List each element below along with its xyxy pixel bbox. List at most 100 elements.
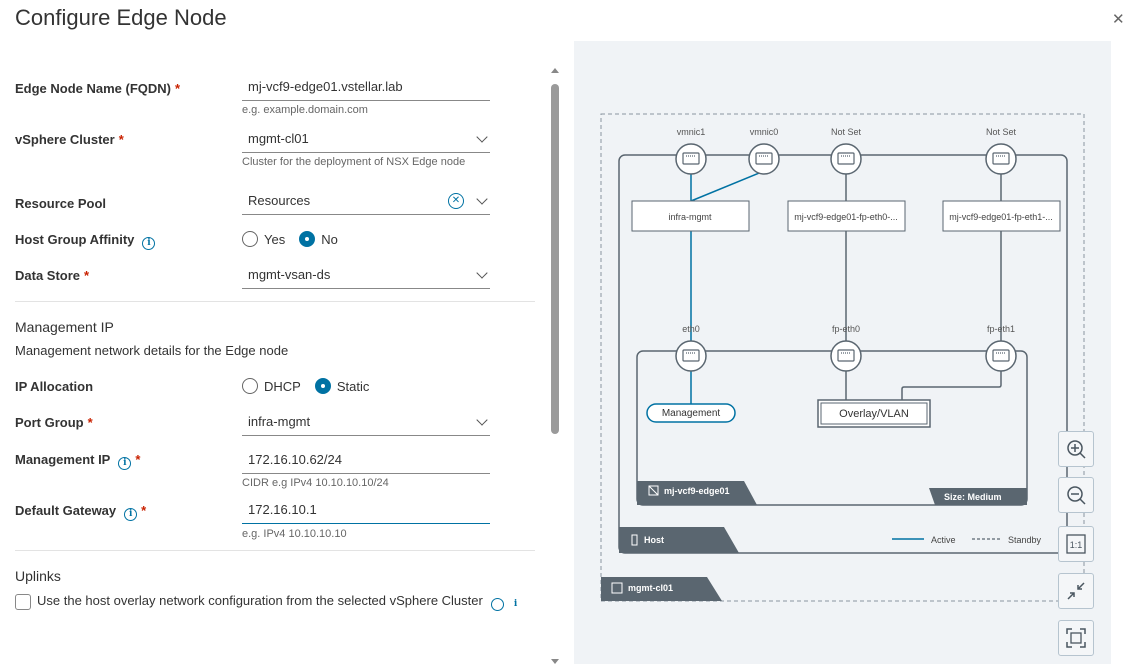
edge-vm-name: mj-vcf9-edge01: [664, 486, 730, 496]
link-fpeth1-overlay: [901, 371, 1002, 400]
info-icon[interactable]: i: [118, 457, 132, 470]
host-overlay-checkbox[interactable]: [15, 594, 31, 610]
radio-yes-label: Yes: [264, 231, 286, 247]
link-vmnic0: [690, 170, 765, 202]
radio-circle-selected[interactable]: [314, 378, 331, 394]
overlay-label: Overlay/VLAN: [839, 408, 909, 420]
edge-nic-label: eth0: [682, 324, 700, 334]
radio-dhcp-label: DHCP: [264, 378, 301, 394]
actual-size-icon: 1:1: [1066, 534, 1086, 554]
uplinks-section-title: Uplinks: [15, 568, 61, 584]
chevron-down-icon: [476, 193, 488, 205]
radio-circle[interactable]: [242, 231, 258, 247]
vmnic0-icon: [748, 143, 780, 175]
radio-dhcp[interactable]: DHCP: [242, 378, 301, 394]
size-tab: [929, 488, 1027, 505]
fit-screen-button[interactable]: [1058, 620, 1094, 656]
edge-vm-tab: [637, 481, 757, 505]
size-label: Size: Medium: [944, 492, 1002, 502]
fp-eth1-icon: [985, 340, 1017, 372]
management-label: Management: [662, 408, 721, 419]
edge-nic-label: fp-eth1: [987, 324, 1015, 334]
fp-eth0-icon: [830, 340, 862, 372]
vsphere-cluster-select[interactable]: mgmt-cl01: [242, 129, 490, 153]
chevron-down-icon: [476, 414, 488, 426]
management-ip-helper: CIDR e.g IPv4 10.10.10.10/24: [242, 477, 389, 489]
zoom-out-button[interactable]: [1058, 477, 1094, 513]
resource-pool-select[interactable]: Resources✕: [242, 191, 490, 215]
vsphere-cluster-helper: Cluster for the deployment of NSX Edge n…: [242, 156, 466, 168]
actual-size-label: 1:1: [1070, 540, 1083, 550]
vm-icon-slash: [648, 485, 659, 496]
nic-label: Not Set: [986, 127, 1017, 137]
form-scrollbar[interactable]: [550, 68, 560, 664]
edge-node-form: Edge Node Name (FQDN)* mj-vcf9-edge01.vs…: [0, 40, 560, 664]
port-group-box: [942, 200, 1061, 232]
management-ip-section-desc: Management network details for the Edge …: [15, 343, 289, 358]
close-icon[interactable]: ✕: [1112, 11, 1125, 28]
notset-nic-icon: [830, 143, 862, 175]
radio-no[interactable]: No: [299, 231, 338, 247]
chevron-down-icon: [476, 267, 488, 279]
divider: [15, 301, 535, 302]
cluster-frame: [600, 113, 1085, 602]
cluster-tab: [601, 577, 722, 601]
vsphere-cluster-label: vSphere Cluster*: [15, 132, 124, 147]
zoom-in-button[interactable]: [1058, 431, 1094, 467]
data-store-select[interactable]: mgmt-vsan-ds: [242, 265, 490, 289]
resource-pool-label: Resource Pool: [15, 196, 107, 211]
scroll-thumb[interactable]: [551, 84, 559, 434]
topology-diagram: vmnic1 vmnic0 Not Set Not Set infra-mgmt…: [600, 113, 1085, 602]
ip-allocation-label: IP Allocation: [15, 379, 94, 394]
notset-nic-icon: [985, 143, 1017, 175]
collapse-button[interactable]: [1058, 573, 1094, 609]
host-icon: [631, 534, 638, 546]
management-ip-input[interactable]: 172.16.10.62/24: [242, 450, 490, 474]
ip-allocation-radios: DHCP Static: [242, 378, 369, 394]
actual-size-button[interactable]: 1:1: [1058, 526, 1094, 562]
edge-node-name-label: Edge Node Name (FQDN)*: [15, 81, 181, 96]
radio-circle-selected[interactable]: [299, 231, 316, 247]
nic-label: vmnic1: [677, 127, 706, 137]
host-group-affinity-radios: Yes No: [242, 231, 338, 247]
info-icon[interactable]: i: [124, 508, 138, 521]
zoom-in-icon: [1067, 440, 1086, 459]
zoom-out-icon: [1067, 486, 1086, 505]
radio-static-label: Static: [336, 378, 370, 394]
host-tab: [619, 527, 739, 553]
cluster-label: mgmt-cl01: [628, 583, 673, 593]
fit-screen-icon: [1066, 628, 1086, 648]
cluster-icon: [611, 582, 623, 594]
default-gateway-helper: e.g. IPv4 10.10.10.10: [242, 528, 347, 540]
scroll-up-arrow[interactable]: [551, 68, 559, 73]
radio-no-label: No: [321, 231, 338, 247]
overlay-inner-box: [820, 402, 928, 425]
edge-node-name-input[interactable]: mj-vcf9-edge01.vstellar.lab: [242, 77, 490, 101]
divider: [15, 550, 535, 551]
port-group-box: [631, 200, 750, 232]
port-group-box: [787, 200, 906, 232]
legend-active: Active: [931, 535, 956, 545]
nic-label: Not Set: [831, 127, 862, 137]
vmnic1-icon: [675, 143, 707, 175]
management-ip-section-title: Management IP: [15, 319, 114, 335]
vm-icon: [648, 485, 659, 496]
host-overlay-checkbox-label: Use the host overlay network configurati…: [37, 593, 518, 611]
nic-label: vmnic0: [750, 127, 779, 137]
clear-icon[interactable]: ✕: [448, 193, 464, 209]
edge-nic-label: fp-eth0: [832, 324, 860, 334]
port-group-select[interactable]: infra-mgmt: [242, 412, 490, 436]
info-icon[interactable]: i: [142, 237, 156, 250]
port-group-label: mj-vcf9-edge01-fp-eth1-...: [949, 212, 1053, 222]
port-group-label: infra-mgmt: [668, 212, 712, 222]
radio-circle[interactable]: [242, 378, 258, 394]
radio-yes[interactable]: Yes: [242, 231, 285, 247]
radio-static[interactable]: Static: [314, 378, 370, 394]
scroll-down-arrow[interactable]: [551, 659, 559, 664]
info-icon[interactable]: i: [490, 598, 517, 611]
topology-diagram-panel: vmnic1 vmnic0 Not Set Not Set infra-mgmt…: [574, 41, 1111, 664]
collapse-icon: [1067, 582, 1085, 600]
default-gateway-input[interactable]: 172.16.10.1: [242, 500, 490, 524]
